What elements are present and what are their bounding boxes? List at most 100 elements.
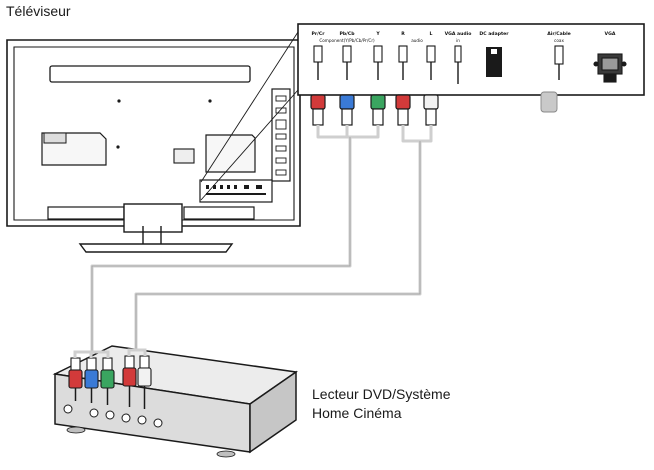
bottom-jack xyxy=(206,185,209,189)
panel-jack-prcr xyxy=(313,45,323,63)
tv-stand-neck xyxy=(123,203,183,233)
plug-red-prcr xyxy=(310,94,326,110)
tv-left-module-cap xyxy=(43,132,67,144)
tv-side-plugs xyxy=(310,94,439,126)
bottom-jack xyxy=(234,185,237,189)
bottom-jack xyxy=(206,193,266,195)
bottom-jack xyxy=(227,185,230,189)
side-jack xyxy=(275,169,287,176)
dvd-plug-white-audio xyxy=(137,367,152,387)
port-label-air-cable: Air/Cable xyxy=(547,31,571,37)
bottom-jack xyxy=(213,185,216,189)
cable-audio-l xyxy=(420,125,433,143)
connector-panel: Pr/Cr Pb/Cb Y R L VGA audio DC adapter A… xyxy=(297,23,645,113)
cable-outlines xyxy=(91,137,421,358)
tv-stand-post xyxy=(142,226,162,246)
dvd-plug-boot-red xyxy=(70,357,81,371)
dvd-jack xyxy=(137,415,147,425)
vga-screw-left xyxy=(593,61,599,67)
tv-inner-frame xyxy=(13,46,295,221)
dvd-foot-right xyxy=(216,450,236,458)
side-jack xyxy=(275,145,287,152)
panel-jack-l xyxy=(426,45,436,63)
dvd-label-line1: Lecteur DVD/Système xyxy=(312,386,451,402)
dvd-plug-red-audio xyxy=(122,367,137,387)
tv-stand-base xyxy=(78,243,234,253)
dvd-jack xyxy=(121,413,131,423)
vga-face xyxy=(601,57,619,71)
cable-y xyxy=(350,125,380,139)
dvd-foot-left xyxy=(66,426,86,434)
bottom-jack xyxy=(220,185,223,189)
dvd-plug-pins xyxy=(74,386,146,409)
dvd-plug-boot-red-audio xyxy=(124,355,135,369)
audio-sublabel: audio xyxy=(411,38,423,43)
vga-connector xyxy=(593,53,627,83)
dvd-plug-boot-white xyxy=(139,355,150,369)
dvd-plug-red xyxy=(68,369,83,389)
tv-center-box xyxy=(173,148,195,164)
dvd-rear-jacks xyxy=(63,404,163,428)
tv-bottom-rail-left xyxy=(47,206,125,220)
dvd-side-face xyxy=(249,370,297,454)
panel-jack-air-cable xyxy=(554,45,564,65)
dc-adapter-hole xyxy=(491,49,497,54)
bottom-jack xyxy=(256,185,262,189)
dvd-jack xyxy=(89,408,99,418)
tv-bottom-panel xyxy=(199,179,273,203)
port-label-dc-adapter: DC adapter xyxy=(479,31,509,37)
tv-right-module xyxy=(205,134,256,173)
dvd-plug-boot-green xyxy=(102,357,113,371)
dvd-jack xyxy=(105,410,115,420)
dvd-label: Lecteur DVD/Système Home Cinéma xyxy=(312,385,451,423)
panel-plug-pins xyxy=(317,62,560,84)
zoom-callout-lines xyxy=(200,31,299,201)
tv-title: Téléviseur xyxy=(6,3,71,19)
component-sublabel: Component(Y/Pb/Cb/Pr/Cr) xyxy=(319,38,375,43)
plug-red-audio-r xyxy=(395,94,411,110)
bottom-jack xyxy=(244,185,249,189)
plug-blue-pbcb xyxy=(339,94,355,110)
dvd-jack xyxy=(153,418,163,428)
plug-boot-y xyxy=(372,108,384,126)
vga-screw-right xyxy=(621,61,627,67)
dc-adapter-jack xyxy=(486,47,502,77)
panel-jack-r xyxy=(398,45,408,63)
tv-back xyxy=(6,39,301,253)
cable-audio-r xyxy=(401,125,420,143)
dvd-plug-blue xyxy=(84,369,99,389)
plug-boot-pbcb xyxy=(341,108,353,126)
dvd-label-line2: Home Cinéma xyxy=(312,405,402,421)
dvd-plug-green xyxy=(100,369,115,389)
port-label-prcr: Pr/Cr xyxy=(312,31,326,37)
side-jack xyxy=(275,95,287,102)
panel-jack-y xyxy=(373,45,383,63)
screw xyxy=(116,145,120,149)
port-label-vga: VGA xyxy=(605,31,616,37)
side-jack xyxy=(275,133,287,140)
screw xyxy=(117,99,121,103)
dvd-jack xyxy=(63,404,73,414)
port-label-l: L xyxy=(430,31,433,37)
plug-boot-prcr xyxy=(312,108,324,126)
vga-audio-sublabel: in xyxy=(456,38,460,43)
panel-jack-pbcb xyxy=(342,45,352,63)
side-jack xyxy=(275,119,287,130)
port-label-vga-audio: VGA audio xyxy=(445,31,472,37)
air-cable-sublabel: coax xyxy=(554,38,564,43)
dvd-plugs xyxy=(68,355,152,409)
plug-green-y xyxy=(370,94,386,110)
plug-boot-l xyxy=(425,108,437,126)
dvd-plug-boot-blue xyxy=(86,357,97,371)
vga-cable xyxy=(603,73,617,83)
plug-boot-r xyxy=(397,108,409,126)
port-label-y: Y xyxy=(375,31,380,37)
dvd-cable-drops xyxy=(73,348,147,358)
port-label-pbcb: Pb/Cb xyxy=(340,31,356,37)
panel-jack-vga-audio xyxy=(454,45,462,63)
coax-cable-end xyxy=(540,91,558,113)
connector-panel-frame xyxy=(297,23,645,96)
cable-prcr xyxy=(316,125,350,139)
tv-side-jacks xyxy=(275,95,287,176)
